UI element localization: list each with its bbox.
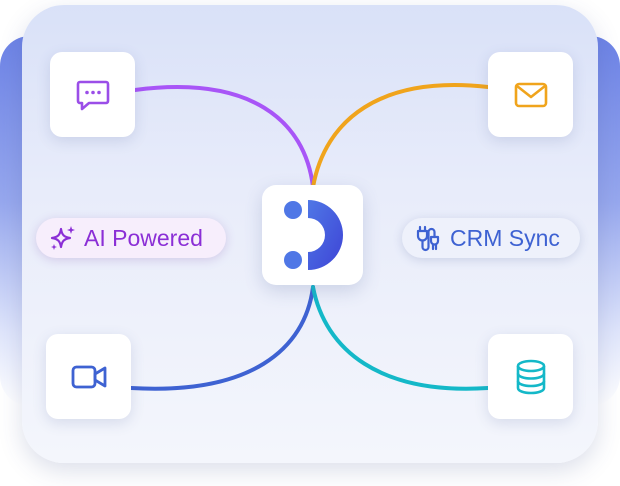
connector-mail <box>311 83 490 189</box>
video-tile <box>46 334 131 419</box>
database-tile <box>488 334 573 419</box>
database-icon <box>510 356 552 398</box>
connector-database <box>311 285 490 391</box>
connector-video <box>129 285 315 391</box>
video-camera-icon <box>68 356 110 398</box>
ai-powered-badge: AI Powered <box>36 218 226 258</box>
hub-logo-icon <box>262 200 363 289</box>
crm-sync-label: CRM Sync <box>450 224 560 251</box>
mail-tile <box>488 52 573 137</box>
sparkles-icon <box>48 223 78 253</box>
mail-icon <box>510 74 552 116</box>
chat-tile <box>50 52 135 137</box>
connector-chat <box>133 85 315 189</box>
central-hub <box>262 185 363 285</box>
plug-icon <box>414 223 444 253</box>
crm-sync-badge: CRM Sync <box>402 218 580 258</box>
chat-bubble-icon <box>73 75 113 115</box>
ai-powered-label: AI Powered <box>84 224 203 251</box>
